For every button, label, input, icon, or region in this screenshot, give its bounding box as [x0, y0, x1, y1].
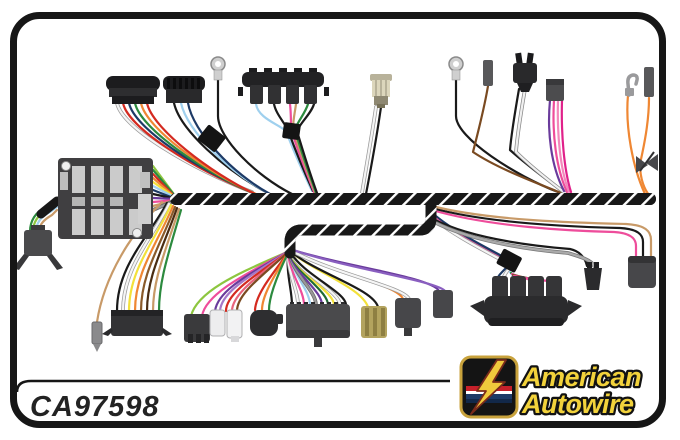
- multi-pin-connector-1: [106, 76, 160, 104]
- wire: [560, 98, 573, 194]
- logo-text-line1: American: [521, 362, 641, 392]
- wire: [430, 208, 638, 259]
- wire: [626, 93, 647, 196]
- wire-clip: [636, 151, 658, 173]
- wire: [288, 248, 411, 301]
- bullet-terminal: [91, 321, 103, 352]
- trunk-group: [36, 193, 656, 259]
- wire: [216, 77, 294, 196]
- logo-text-line2: Autowire: [521, 389, 634, 419]
- wire: [267, 251, 290, 312]
- stub-connector-2: [433, 290, 453, 318]
- end-connector: [628, 256, 656, 288]
- fuse-box: [58, 158, 153, 239]
- tape-wrap-1: [197, 124, 226, 152]
- ring-terminal-2: [448, 56, 464, 81]
- wire: [430, 206, 645, 259]
- wide-connector: [102, 310, 172, 336]
- wire: [288, 250, 348, 307]
- ribbed-connector: [163, 76, 205, 103]
- wire: [151, 207, 181, 313]
- part-number-tab: [15, 379, 450, 393]
- wire: [288, 247, 447, 293]
- ignition-connector: [286, 302, 350, 347]
- connectors: [13, 52, 658, 352]
- stub-connector-1: [395, 298, 421, 336]
- wire: [430, 211, 507, 260]
- wire: [288, 249, 380, 309]
- wire: [127, 203, 173, 313]
- harness-trunk: [36, 196, 62, 219]
- wire: [157, 208, 183, 313]
- wire: [364, 105, 383, 196]
- spade-terminal-brown: [483, 60, 493, 86]
- frame-border: [10, 12, 666, 428]
- lightning-bolt-icon: [470, 359, 507, 415]
- wire: [115, 201, 169, 313]
- khaki-connector: [361, 306, 387, 338]
- tape-wrap-3: [496, 248, 522, 273]
- two-prong-connector: [513, 52, 537, 92]
- two-pin-plug: [584, 262, 602, 290]
- white-connector-pair: [209, 309, 243, 342]
- flat-terminal: [644, 67, 654, 97]
- hook-terminal: [625, 73, 639, 97]
- wire: [235, 250, 290, 313]
- wire: [121, 202, 171, 313]
- ring-terminal-1: [210, 56, 226, 81]
- wire-group: [28, 77, 653, 324]
- small-connector: [184, 314, 210, 343]
- flasher-connector: [13, 225, 63, 270]
- dimmer-connector: [470, 276, 582, 326]
- wire: [552, 98, 569, 194]
- wire: [556, 98, 571, 194]
- wire: [139, 205, 177, 313]
- headlight-switch-connector: [238, 68, 329, 104]
- wire: [471, 84, 563, 195]
- tape-wrap-2: [282, 122, 301, 140]
- brand-logo: American Autowire: [459, 355, 644, 421]
- purple-wire-connector: [546, 79, 564, 101]
- wire: [547, 98, 566, 193]
- harness-trunk-hatch: [284, 193, 437, 259]
- wire: [514, 87, 567, 195]
- wire: [186, 101, 272, 196]
- part-number: CA97598: [30, 391, 160, 423]
- wire: [145, 206, 179, 313]
- wire: [638, 96, 651, 197]
- wire: [360, 105, 378, 195]
- wire: [430, 204, 653, 259]
- bulb-socket: [370, 74, 392, 108]
- wire: [432, 220, 596, 268]
- wire: [145, 101, 259, 197]
- round-connector: [250, 310, 283, 336]
- wire: [133, 204, 175, 313]
